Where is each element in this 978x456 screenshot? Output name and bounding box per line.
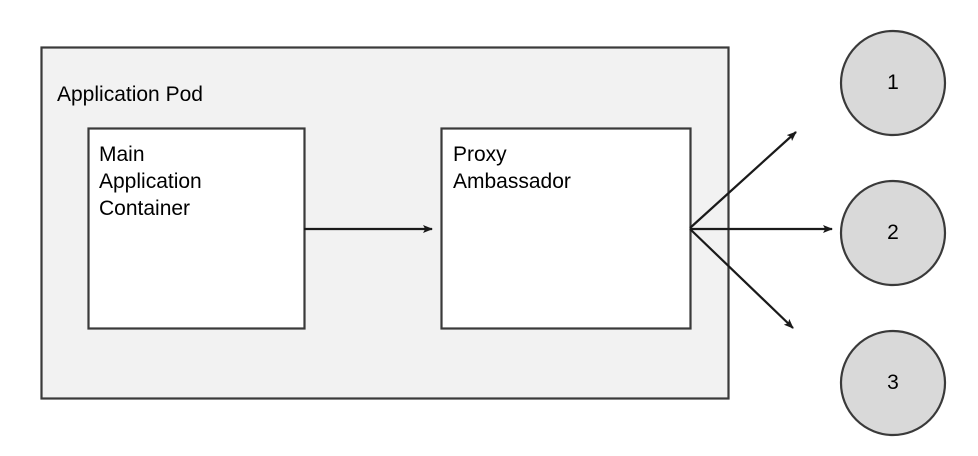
arrow-proxy-to-service-3: [689, 228, 794, 329]
main-application-container-label: Main Application Container: [99, 143, 202, 220]
application-pod-title: Application Pod: [57, 83, 203, 106]
arrow-proxy-to-service-1: [689, 131, 797, 229]
external-service-label-2: 2: [887, 221, 899, 244]
external-service-circle-3: [839, 329, 947, 437]
proxy-ambassador-box: [440, 127, 692, 330]
external-service-circle-1: [839, 29, 947, 137]
external-service-label-3: 3: [887, 371, 899, 394]
main-application-container-box: [87, 127, 306, 330]
external-service-label-1: 1: [887, 71, 899, 94]
proxy-ambassador-label: Proxy Ambassador: [453, 143, 571, 193]
external-service-circle-2: [839, 179, 947, 287]
